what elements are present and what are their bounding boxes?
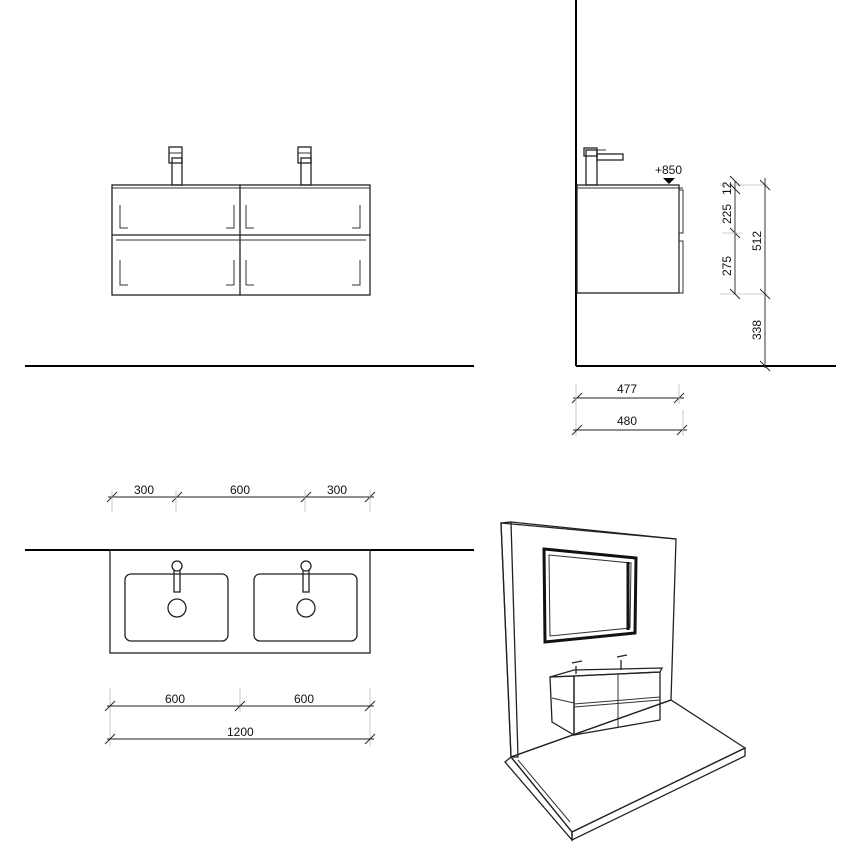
level-label: +850 bbox=[655, 163, 682, 177]
vanity-body bbox=[111, 184, 371, 296]
basin-left bbox=[124, 573, 229, 642]
tap-front-left bbox=[168, 146, 183, 186]
tap-front-right bbox=[297, 146, 312, 186]
dim-basin-right-width: 600 bbox=[294, 692, 314, 706]
vanity-top-plan bbox=[109, 549, 371, 654]
dim-basin-left-width: 600 bbox=[165, 692, 185, 706]
lower-drawer-front bbox=[678, 240, 684, 294]
cabinet-side bbox=[576, 184, 680, 294]
vanity-perspective bbox=[549, 654, 664, 737]
dim-tap-left-offset: 300 bbox=[134, 483, 154, 497]
dim-tap-spacing: 600 bbox=[230, 483, 250, 497]
plan-view: 300 600 300 600 600 bbox=[25, 483, 474, 746]
perspective-view bbox=[500, 521, 747, 842]
drawer-handles bbox=[119, 205, 361, 286]
upper-drawer-front bbox=[678, 189, 684, 234]
dim-lower-drawer: 275 bbox=[720, 256, 734, 276]
dim-total-width: 1200 bbox=[227, 725, 254, 739]
dim-depth-inner: 477 bbox=[617, 382, 637, 396]
side-elevation: +850 12 225 275 512 338 477 480 bbox=[571, 0, 836, 436]
dim-cabinet-height: 512 bbox=[750, 231, 764, 251]
front-elevation bbox=[25, 146, 474, 367]
basin-right bbox=[253, 573, 358, 642]
level-triangle-icon bbox=[663, 178, 675, 184]
dim-tap-right-offset: 300 bbox=[327, 483, 347, 497]
dim-upper-drawer: 225 bbox=[720, 204, 734, 224]
dim-top-thickness: 12 bbox=[720, 181, 734, 195]
tap-side bbox=[583, 147, 624, 186]
tap-plan-right bbox=[296, 560, 316, 618]
mirror bbox=[542, 547, 638, 644]
dim-floor-gap: 338 bbox=[750, 320, 764, 340]
dim-depth-outer: 480 bbox=[617, 414, 637, 428]
tap-plan-left bbox=[167, 560, 187, 618]
